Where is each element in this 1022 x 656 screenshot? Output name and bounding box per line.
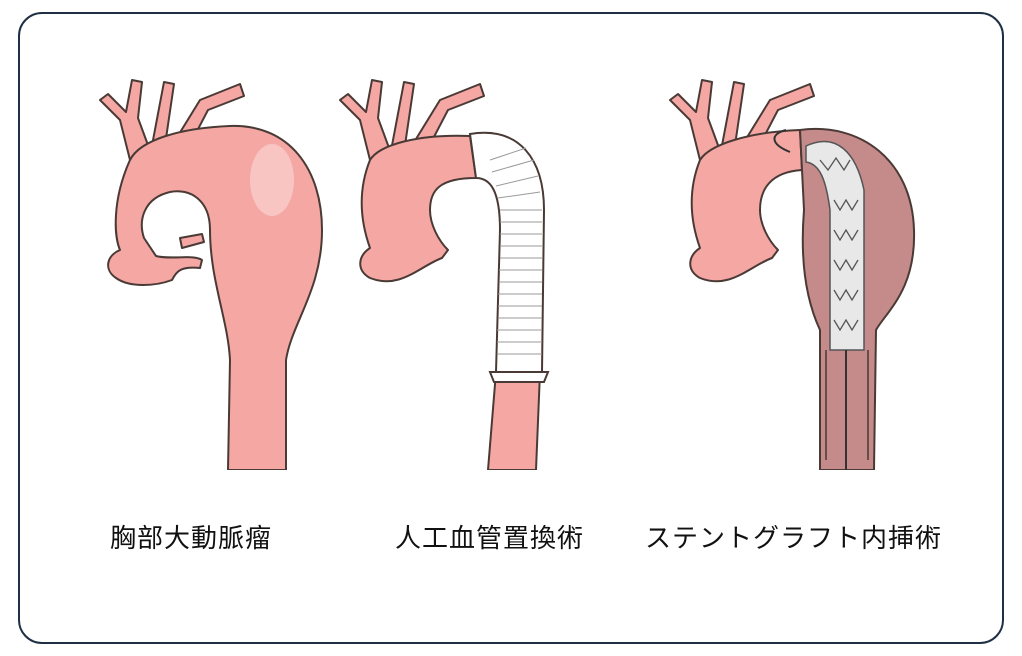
stent-panel — [650, 60, 940, 470]
artificial-graft-icon — [339, 79, 550, 470]
aortic-aneurysm-icon — [99, 79, 323, 470]
graft-panel — [330, 60, 590, 470]
caption-graft: 人工血管置換術 — [395, 524, 585, 554]
caption-stent: ステントグラフト内挿術 — [645, 524, 943, 554]
aneurysm-panel — [60, 60, 340, 470]
caption-aneurysm: 胸部大動脈瘤 — [110, 524, 273, 554]
stent-graft-icon — [669, 79, 916, 470]
